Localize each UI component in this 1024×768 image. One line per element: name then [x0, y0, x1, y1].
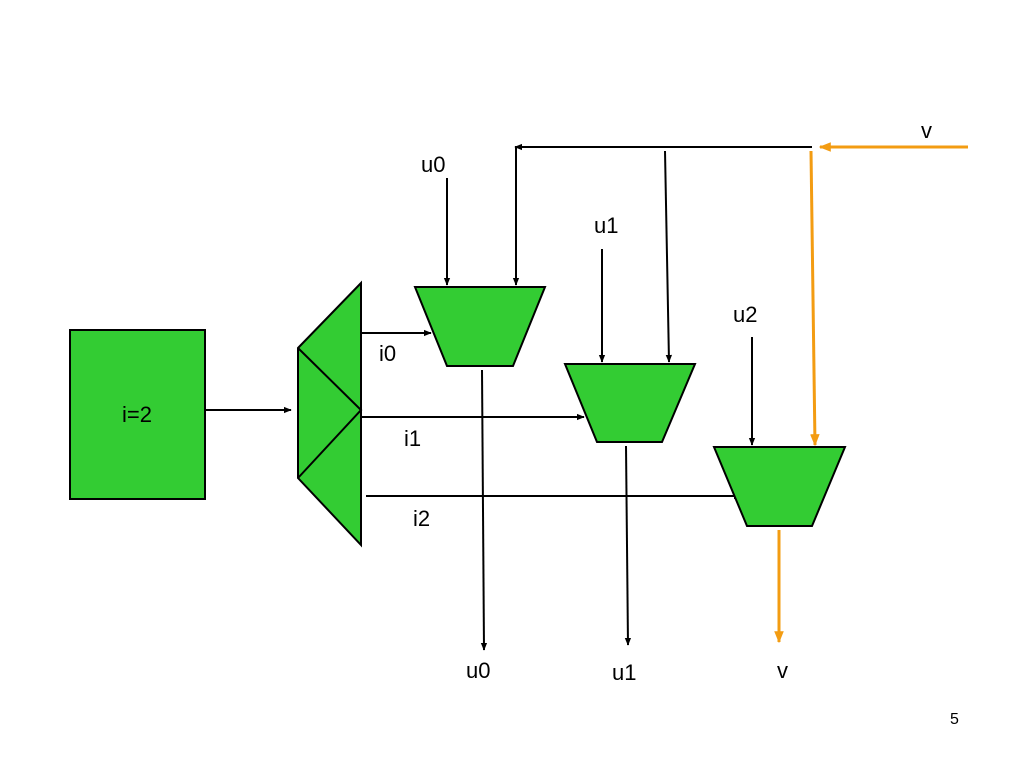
- label-i0: i0: [379, 341, 396, 366]
- label-u1-out: u1: [612, 660, 636, 685]
- page-number: 5: [950, 711, 959, 728]
- wire-v-to-mux1: [664, 150, 673, 363]
- register-label: i=2: [122, 402, 152, 427]
- label-u0-in: u0: [421, 152, 445, 177]
- label-u1-in: u1: [594, 213, 618, 238]
- label-i1: i1: [404, 426, 421, 451]
- label-u0-out: u0: [466, 658, 490, 683]
- mux-2: [712, 446, 847, 527]
- decoder-inner-lines: [297, 347, 363, 479]
- mux-0: [413, 286, 547, 367]
- wire-v-to-mux2-orange: [809, 150, 820, 447]
- decoder-block: [297, 280, 362, 548]
- label-v-in: v: [921, 118, 932, 143]
- wire-u1-out: [624, 445, 632, 646]
- register-block: [69, 329, 206, 500]
- wire-u0-out: [480, 369, 488, 651]
- label-u2-in: u2: [733, 302, 757, 327]
- label-i2: i2: [413, 506, 430, 531]
- mux-1: [563, 363, 697, 443]
- label-v-out: v: [777, 658, 788, 683]
